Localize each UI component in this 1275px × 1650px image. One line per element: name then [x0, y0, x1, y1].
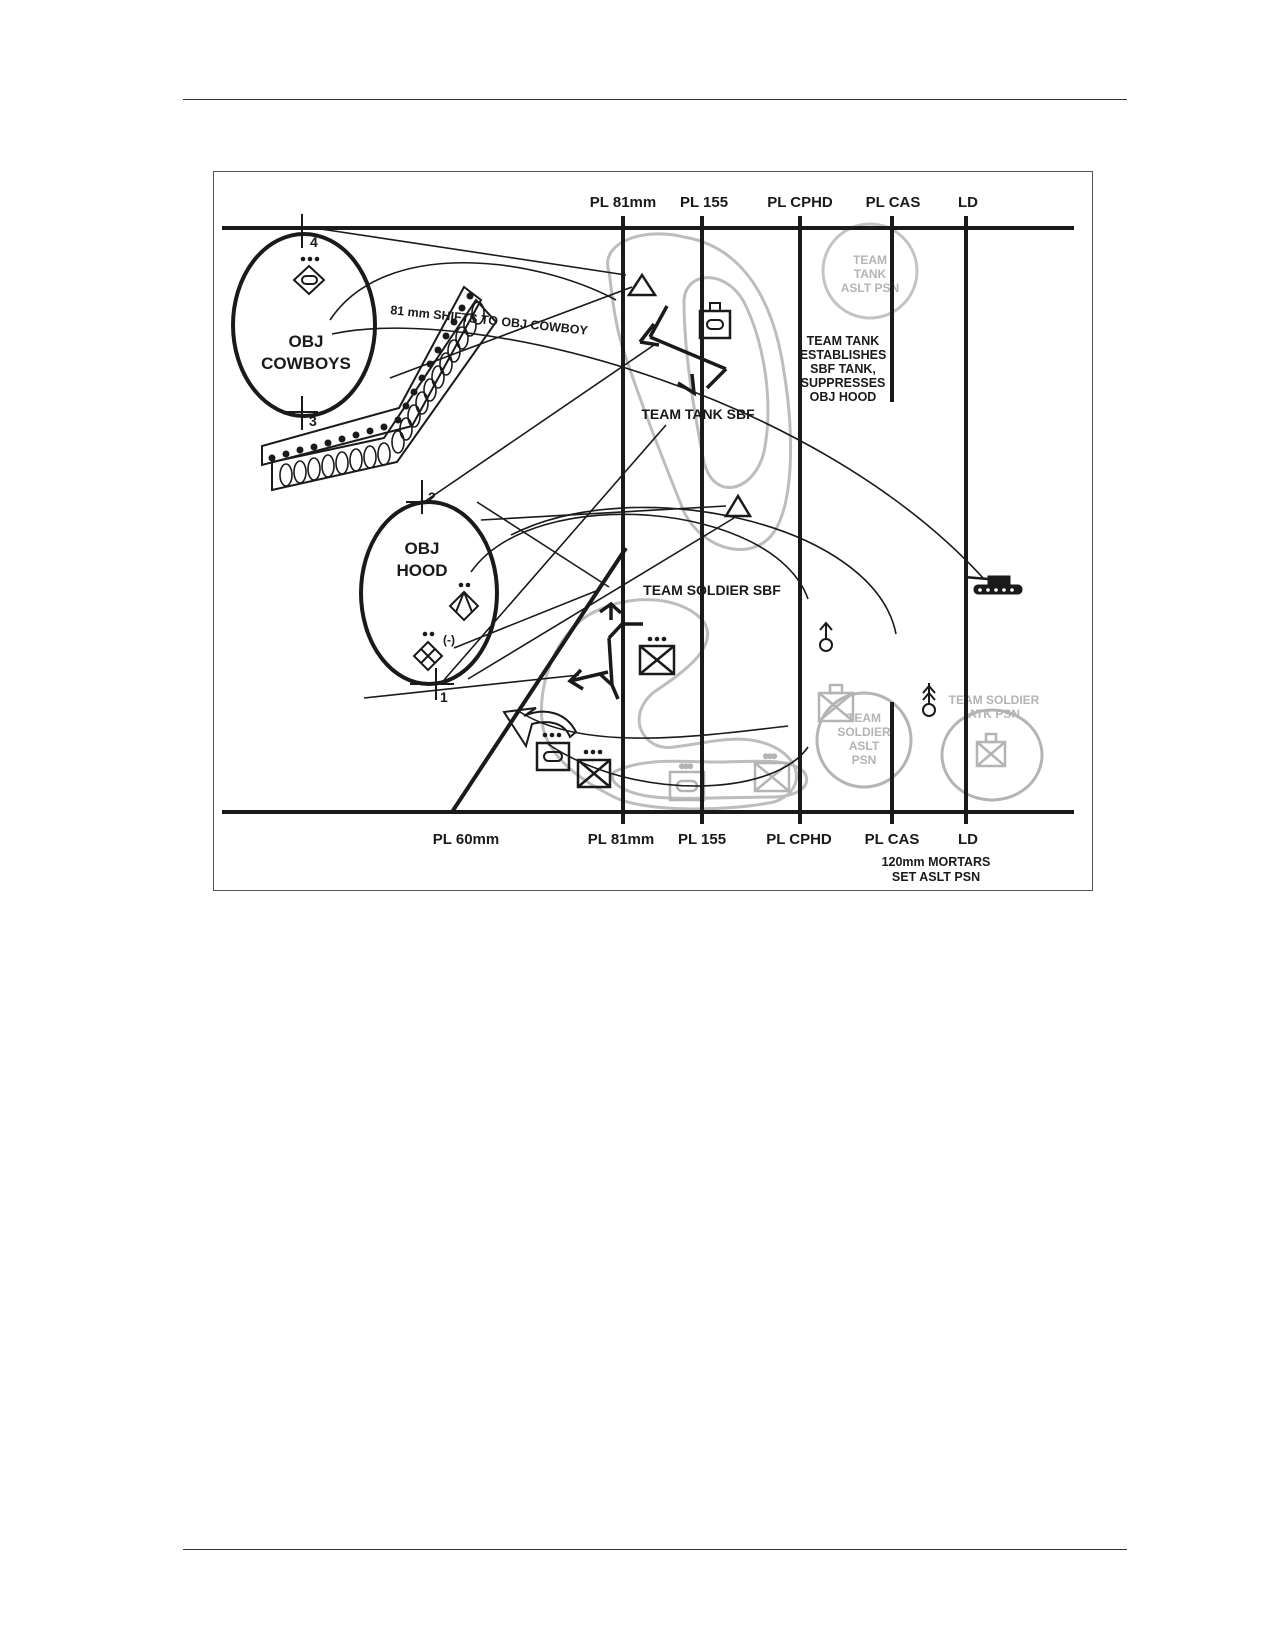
team-tank-sbf-symbol	[638, 302, 732, 397]
obj-hood-line2: HOOD	[397, 561, 448, 580]
pl-cphd-top: PL CPHD	[767, 194, 833, 211]
team-tank-aslt-line3: ASLT PSN	[841, 281, 899, 295]
pl-cas-bottom: PL CAS	[865, 831, 920, 848]
header-rule	[183, 99, 1127, 100]
target-4: 4	[310, 234, 318, 250]
obj-cowboys-line2: COWBOYS	[261, 354, 351, 373]
pl-81mm-bottom: PL 81mm	[588, 831, 654, 848]
footer-rule	[183, 1549, 1127, 1550]
faded-unit-icons: ••• •••	[668, 683, 855, 802]
mortars-note-line2: SET ASLT PSN	[892, 870, 980, 884]
fire-lines	[313, 227, 985, 699]
team-soldier-aslt-psn: TEAM SOLDIER ASLT PSN	[815, 691, 913, 789]
team-soldier-aslt-line3: ASLT	[849, 739, 880, 753]
reduced-unit-mark: (-)	[443, 633, 455, 647]
mortars-note-line1: 120mm MORTARS	[882, 855, 991, 869]
team-soldier-sbf-label: TEAM SOLDIER SBF	[643, 582, 781, 598]
enemy-symbol-cowboys	[292, 256, 326, 296]
team-tank-aslt-line1: TEAM	[853, 253, 887, 267]
target-1: 1	[440, 689, 448, 705]
tank-icon	[963, 575, 1023, 595]
team-soldier-atk-line1: TEAM SOLDIER	[949, 693, 1040, 707]
team-tank-aslt-psn: TEAM TANK ASLT PSN	[821, 222, 919, 320]
team-soldier-aslt-line4: PSN	[852, 753, 877, 767]
faded-infantry-icon	[975, 732, 1007, 768]
pl-81mm-top: PL 81mm	[590, 194, 656, 211]
tactical-diagram: TEAM SOLDIER ASLT PSN TEAM SOLDIER ATK P…	[222, 194, 1074, 884]
team-tank-note-line2: ESTABLISHES	[800, 348, 887, 362]
faded-echelon-dots-2: •••	[680, 759, 693, 773]
team-soldier-atk-psn: TEAM SOLDIER ATK PSN	[940, 693, 1044, 802]
ld-top: LD	[958, 194, 978, 211]
pl-cphd-bottom: PL CPHD	[766, 831, 832, 848]
fire-position-markers	[819, 621, 936, 717]
team-tank-note: TEAM TANK ESTABLISHES SBF TANK, SUPPRESS…	[800, 334, 887, 404]
team-tank-note-line3: SBF TANK,	[810, 362, 876, 376]
team-soldier-aslt-line2: SOLDIER	[837, 725, 891, 739]
obj-cowboys-line1: OBJ	[289, 332, 324, 351]
mortars-note: 120mm MORTARS SET ASLT PSN	[882, 855, 991, 884]
team-soldier-aslt-line1: TEAM	[847, 711, 881, 725]
objective-cowboys: OBJ COWBOYS	[231, 232, 377, 418]
team-tank-aslt-line2: TANK	[854, 267, 887, 281]
team-tank-note-line4: SUPPRESSES	[801, 376, 886, 390]
team-tank-note-line1: TEAM TANK	[807, 334, 880, 348]
obstacle-belts	[261, 285, 498, 492]
faded-echelon-dots: •••	[764, 749, 777, 763]
pl-155-bottom: PL 155	[678, 831, 726, 848]
phase-labels-top: PL 81mm PL 155 PL CPHD PL CAS LD	[590, 194, 978, 211]
enemy-symbol-hood-1	[448, 582, 480, 622]
attack-arrow	[502, 707, 578, 749]
enemy-symbol-hood-2: (-)	[412, 631, 455, 672]
team-soldier-icons	[535, 732, 612, 789]
boundary-lines	[222, 226, 1074, 814]
obj-hood-line1: OBJ	[405, 539, 440, 558]
phase-labels-bottom: PL 60mm PL 81mm PL 155 PL CPHD PL CAS LD	[433, 831, 978, 848]
pl-cas-top: PL CAS	[866, 194, 921, 211]
phase-lines	[450, 216, 968, 824]
diagram-frame: TEAM SOLDIER ASLT PSN TEAM SOLDIER ATK P…	[213, 171, 1093, 891]
target-3: 3	[309, 413, 317, 429]
team-tank-sbf-label: TEAM TANK SBF	[641, 406, 755, 422]
observation-triangles	[626, 272, 753, 518]
ld-bottom: LD	[958, 831, 978, 848]
team-soldier-sbf-symbol	[567, 601, 676, 700]
team-tank-note-line5: OBJ HOOD	[810, 390, 877, 404]
movement-arcs	[519, 711, 809, 787]
pl-60mm-bottom: PL 60mm	[433, 831, 499, 848]
pl-155-top: PL 155	[680, 194, 728, 211]
target-references	[286, 214, 454, 700]
team-soldier-atk-line2: ATK PSN	[968, 707, 1020, 721]
